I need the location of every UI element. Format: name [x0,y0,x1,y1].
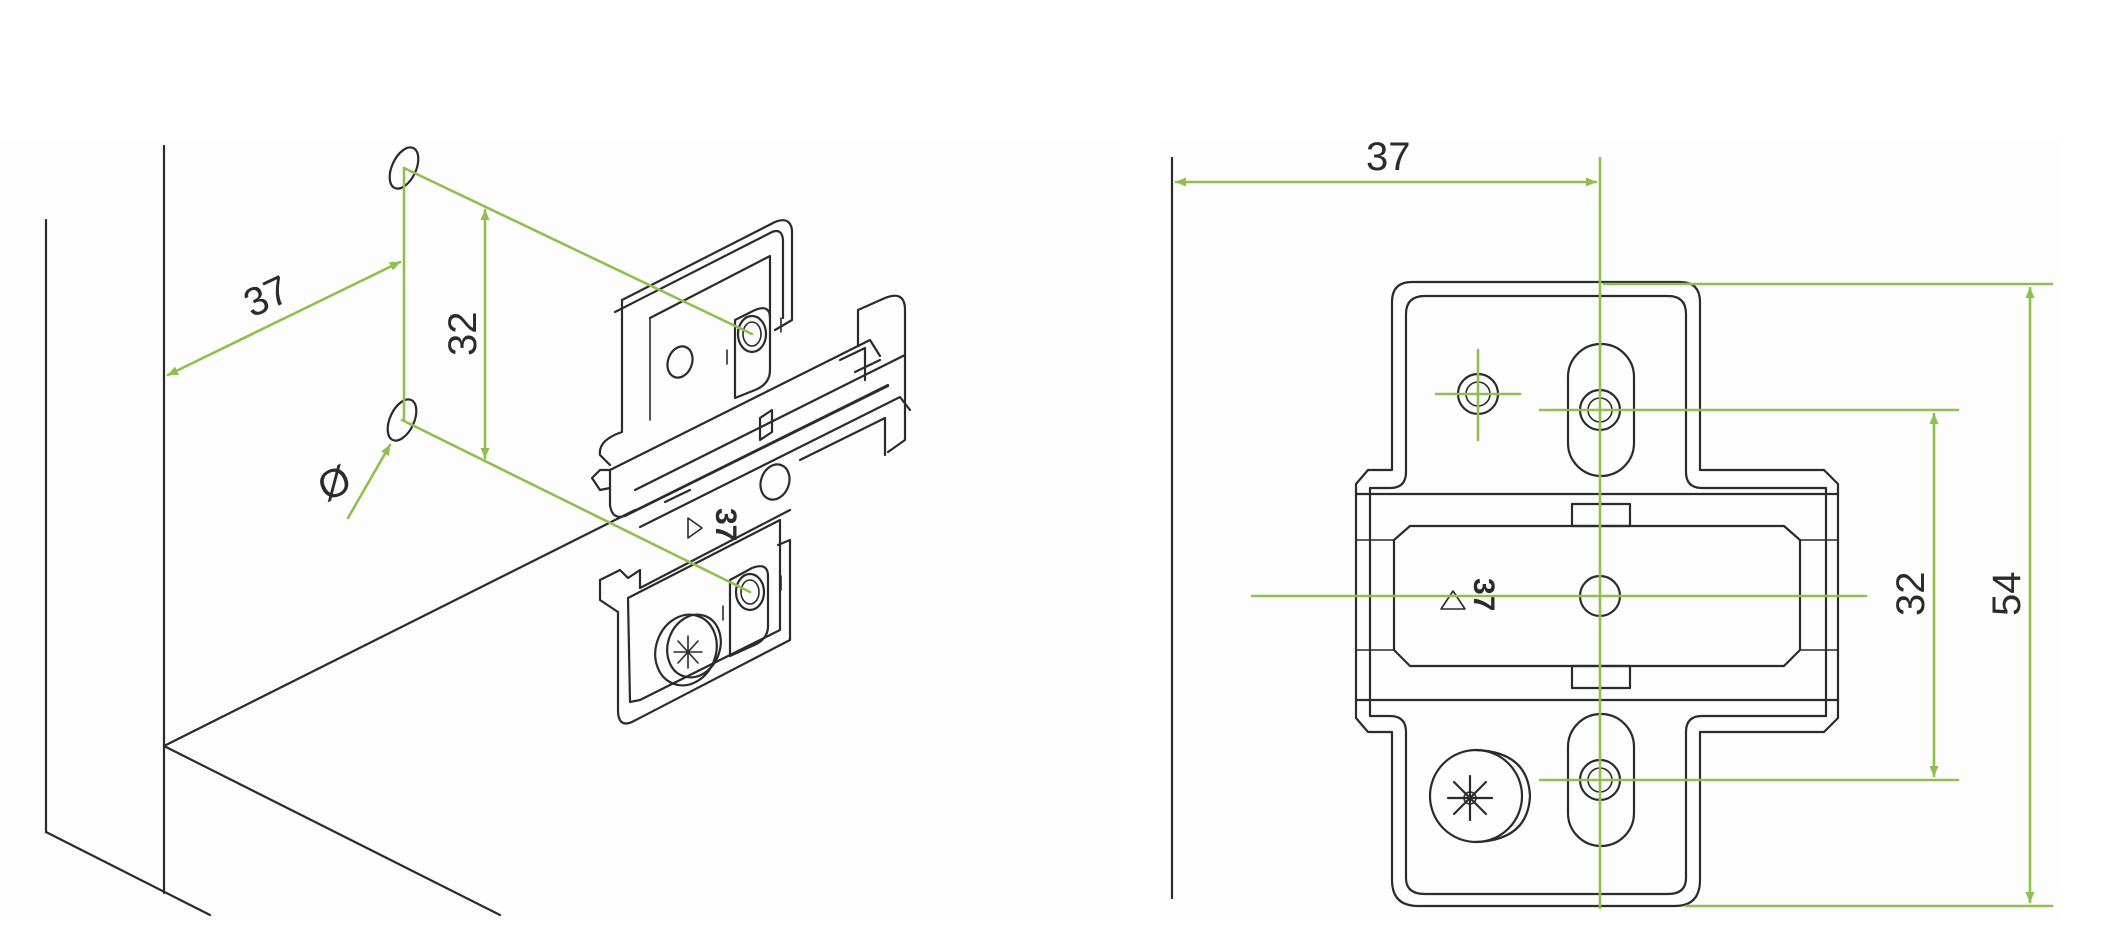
right-view-panel [1160,140,2060,920]
right-front-view: 37 [1170,135,2054,910]
edge-distance-label: 37 [1366,135,1411,179]
left-isometric-view: 37 [44,144,912,917]
hole-spacing-label-right: 32 [1889,572,1933,617]
rail-stamp: 37 [687,508,742,541]
hole-spacing-label-left: 32 [441,312,485,357]
stamp-mark-right: 37 [1467,578,1500,611]
screw-head-isometric [654,613,722,687]
mounting-plate-isometric: 37 [590,219,912,725]
plate-height-label: 54 [1985,572,2029,617]
left-dimension-lines [166,166,754,594]
right-dimension-lines [1174,156,2054,910]
stamp-mark-left: 37 [709,508,742,541]
screw-head-front [1428,748,1532,844]
cabinet-side-panel [44,144,637,917]
left-view-panel [0,140,1120,920]
mounting-plate-front: 37 [1354,280,1840,908]
